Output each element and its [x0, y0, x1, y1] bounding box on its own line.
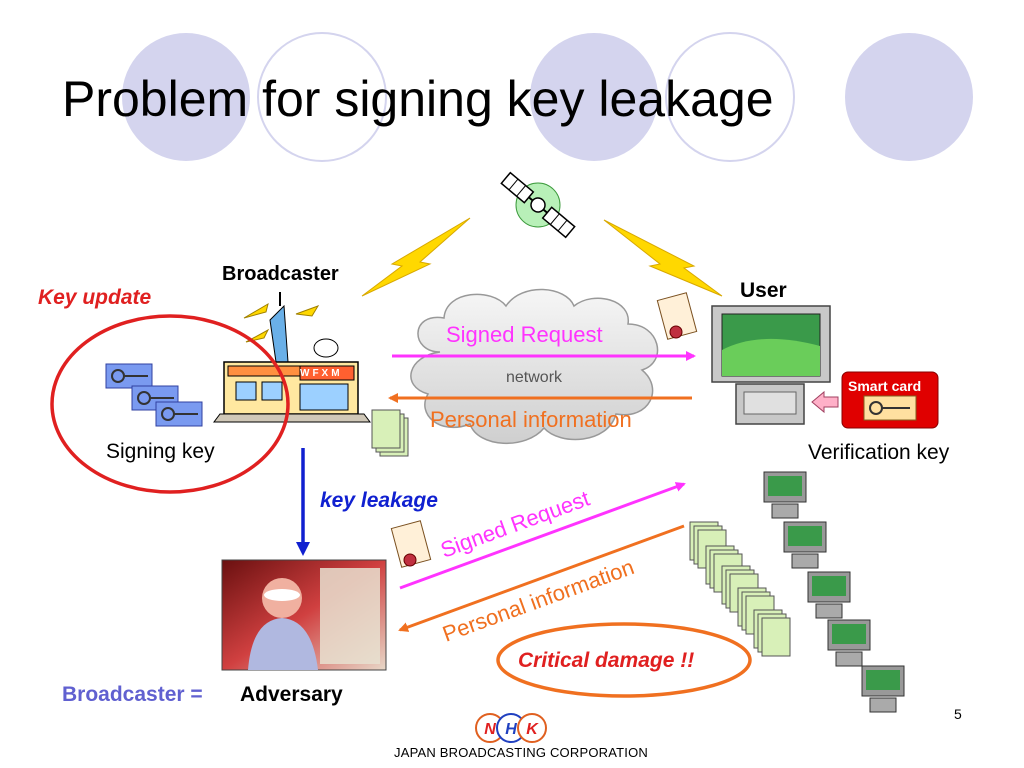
- station-sign-text: WFXM: [300, 368, 343, 379]
- key-leakage-label: key leakage: [320, 489, 438, 512]
- smart-card-label: Smart card: [848, 378, 922, 394]
- critical-damage-label: Critical damage !!: [518, 649, 695, 672]
- logo-letter-n: N: [484, 721, 496, 738]
- smart-card-icon: [811, 371, 939, 429]
- company-name: JAPAN BROADCASTING CORPORATION: [394, 745, 648, 760]
- verification-key-label: Verification key: [808, 441, 950, 464]
- critical-damage-ellipse: [496, 622, 752, 698]
- signed-request-label: Signed Request: [446, 322, 603, 347]
- adversary-photo: [221, 559, 387, 671]
- network-label: network: [506, 369, 563, 386]
- leaked-documents-icon: [689, 521, 791, 657]
- broadcaster-building-icon: [213, 292, 371, 423]
- header-circles: [122, 32, 973, 162]
- key-update-ring: [50, 314, 290, 494]
- adversary-label: Adversary: [240, 683, 343, 706]
- certificate-scroll-icon: [656, 292, 698, 340]
- satellite-icon: [500, 171, 576, 239]
- leak-personal-information-arrow: [398, 524, 685, 632]
- user-label: User: [740, 279, 787, 302]
- leak-signed-request-arrow: [399, 482, 686, 590]
- key-update-label: Key update: [38, 286, 152, 309]
- leak-certificate-scroll-icon: [390, 520, 432, 568]
- documents-icon: [371, 409, 409, 457]
- page-number: 5: [954, 706, 962, 722]
- signing-key-icons: [105, 363, 203, 427]
- user-tv-icon: [711, 305, 831, 425]
- personal-information-label: Personal information: [430, 407, 632, 432]
- adversary-prefix-label: Broadcaster =: [62, 683, 203, 706]
- broadcaster-label: Broadcaster: [222, 263, 339, 285]
- user-monitors-icon: [763, 471, 905, 713]
- logo-letter-h: H: [505, 721, 517, 738]
- slide-title: Problem for signing key leakage: [62, 71, 774, 127]
- satellite-beams: [361, 217, 723, 297]
- logo-letter-k: K: [526, 721, 539, 738]
- signing-key-label: Signing key: [106, 440, 215, 463]
- network-cloud: [410, 288, 659, 445]
- nhk-logo: N H K: [475, 713, 547, 743]
- leak-signed-request-label: Signed Request: [437, 486, 593, 563]
